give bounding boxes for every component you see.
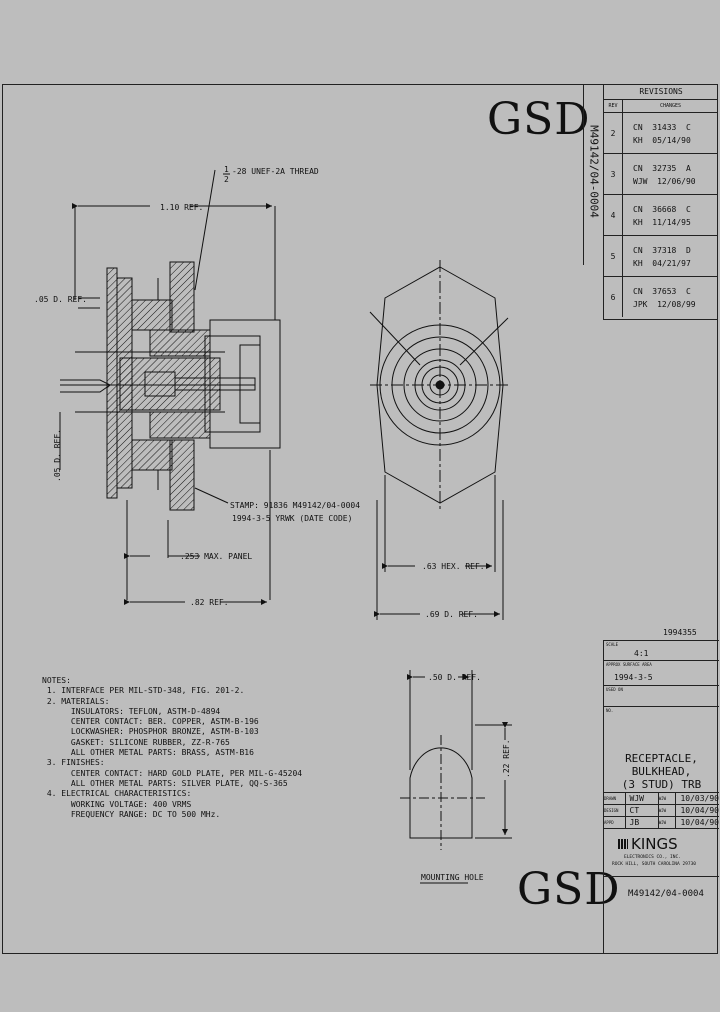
drawing-title-line2: (3 STUD) TRB [621, 778, 702, 791]
drawn-row: DRAWN WJW WJW 10/03/90 [604, 792, 719, 805]
table-row: 5 CN 37318 D KH 04/21/97 [604, 236, 718, 277]
table-row: 4 CN 36668 C KH 11/14/95 [604, 195, 718, 236]
diameter-top-dim: .05 D. REF. [34, 295, 87, 304]
revisions-header: REV CHANGES [604, 100, 718, 113]
hex-dim: .63 HEX. REF. [422, 562, 485, 571]
svg-text:2: 2 [224, 175, 229, 184]
drawing-sheet [2, 84, 718, 954]
appd-row: APPD JB WJW 10/04/90 [604, 816, 719, 829]
side-view-dimensions [59, 169, 276, 605]
stamp-line2: 1994-3-5 YRWK (DATE CODE) [232, 514, 352, 523]
drawing-title-line1: RECEPTACLE, BULKHEAD, [625, 752, 698, 778]
logo-top: GSD [487, 94, 591, 145]
overall-length-dim: 1.10 REF. [160, 203, 203, 212]
vertical-part-number: M49142/04-0004 [583, 85, 606, 265]
title-block: SCALE 4:1 APPROX SURFACE AREA 1994-3-5 U… [603, 640, 719, 954]
mounting-hole [400, 670, 512, 884]
revisions-table: REVISIONS REV CHANGES 2 CN 31433 C KH 05… [603, 85, 718, 320]
scale-value: 4:1 [634, 649, 649, 658]
revisions-title: REVISIONS [604, 85, 718, 100]
company-cell: KINGS ELECTRONICS CO., INC. ROCK HILL, S… [604, 828, 719, 876]
rev-column-header: REV [604, 100, 623, 112]
table-row: 6 CN 37653 C JPK 12/08/99 [604, 277, 718, 317]
part-number-cell: M49142/04-0004 [604, 876, 719, 954]
max-panel-dim: .253 MAX. PANEL [180, 552, 252, 561]
outer-diameter-dim: .69 D. REF. [425, 610, 478, 619]
stamp-line1: STAMP: 91836 M49142/04-0004 [230, 501, 360, 510]
title-cell: NO. RECEPTACLE, BULKHEAD, (3 STUD) TRB [604, 706, 719, 792]
front-view [369, 260, 510, 510]
drawing-code: 1994355 [663, 628, 697, 637]
thread-callout: -28 UNEF-2A THREAD [232, 167, 319, 176]
drawing-notes: NOTES: 1. INTERFACE PER MIL-STD-348, FIG… [42, 676, 303, 819]
item-number: 1994-3-5 [614, 673, 653, 682]
thread-fraction: 1 [224, 165, 229, 174]
changes-column-header: CHANGES [659, 103, 682, 109]
table-row: 2 CN 31433 C KH 05/14/90 [604, 113, 718, 154]
body-length-dim: .82 REF. [190, 598, 229, 607]
table-row: 3 CN 32735 A WJW 12/06/90 [604, 154, 718, 195]
logo-bottom: GSD [517, 864, 621, 915]
hole-width-dim: .50 D. REF. [428, 673, 481, 682]
design-row: DESIGN CT WJW 10/04/90 [604, 804, 719, 817]
kings-logo-icon [618, 839, 628, 849]
scale-cell: SCALE 4:1 [604, 640, 719, 660]
side-view [60, 261, 281, 511]
hole-height-dim: .22 REF. [502, 739, 511, 778]
mounting-hole-label: MOUNTING HOLE [421, 873, 484, 882]
item-number-cell: APPROX SURFACE AREA 1994-3-5 [604, 660, 719, 685]
company-name: KINGS [631, 835, 678, 853]
diameter-side-dim: .05 D. REF. [53, 429, 62, 482]
part-number: M49142/04-0004 [628, 889, 704, 899]
front-view-dimensions [374, 475, 504, 620]
used-on-cell: USED ON [604, 685, 719, 706]
